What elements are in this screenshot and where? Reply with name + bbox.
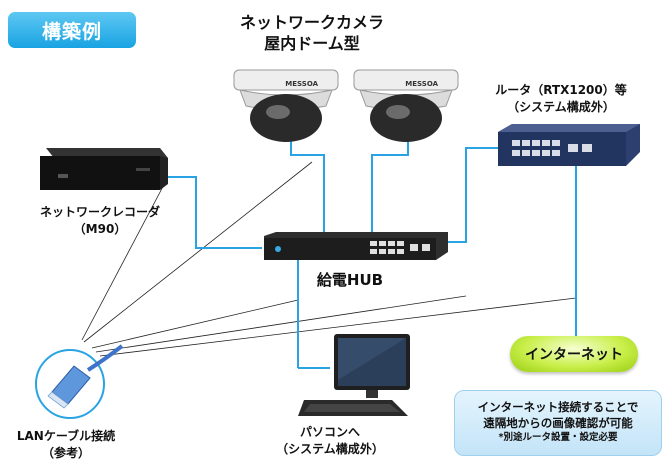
router-device bbox=[498, 124, 640, 166]
lan-connector-icon bbox=[35, 344, 124, 419]
lan-label-line2: （参考） bbox=[41, 446, 90, 460]
lan-label: LANケーブル接続 （参考） bbox=[4, 428, 128, 462]
pc-label-line2: （システム構成外） bbox=[276, 442, 384, 456]
dome-camera-2: MESSOA bbox=[353, 69, 459, 142]
router-label: ルータ（RTX1200）等 （システム構成外） bbox=[486, 82, 636, 116]
internet-note-box: インターネット接続することで 遠隔地からの画像確認が可能 *別途ルータ設置・設定… bbox=[454, 390, 662, 456]
pc-label: パソコンへ （システム構成外） bbox=[260, 424, 400, 458]
router-label-line2: （システム構成外） bbox=[507, 100, 615, 114]
hub-label: 給電HUB bbox=[316, 271, 384, 289]
poe-hub-device bbox=[264, 232, 448, 260]
note-line1: インターネット接続することで bbox=[477, 400, 639, 414]
note-line2: 遠隔地からの画像確認が可能 bbox=[483, 416, 633, 430]
pc-label-line1: パソコンへ bbox=[299, 425, 360, 439]
camera-brand-text: MESSOA bbox=[405, 80, 438, 88]
camera-brand-text: MESSOA bbox=[285, 80, 318, 88]
router-label-line1: ルータ（RTX1200）等 bbox=[495, 83, 627, 97]
internet-pill: インターネット bbox=[510, 336, 638, 372]
recorder-label-line1: ネットワークレコーダ bbox=[39, 205, 160, 219]
recorder-label: ネットワークレコーダ （M90） bbox=[20, 204, 180, 238]
camera-label-line2: 屋内ドーム型 bbox=[264, 34, 360, 53]
pc-device bbox=[298, 334, 410, 416]
recorder-label-line2: （M90） bbox=[73, 222, 127, 236]
dome-camera-1: MESSOA bbox=[233, 69, 339, 142]
note-line3: *別途ルータ設置・設定必要 bbox=[498, 432, 618, 443]
camera-label: ネットワークカメラ 屋内ドーム型 bbox=[228, 12, 396, 54]
network-recorder-device bbox=[40, 148, 168, 190]
page-badge: 構築例 bbox=[8, 12, 136, 48]
camera-label-line1: ネットワークカメラ bbox=[239, 13, 384, 32]
lan-label-line1: LANケーブル接続 bbox=[16, 429, 116, 443]
